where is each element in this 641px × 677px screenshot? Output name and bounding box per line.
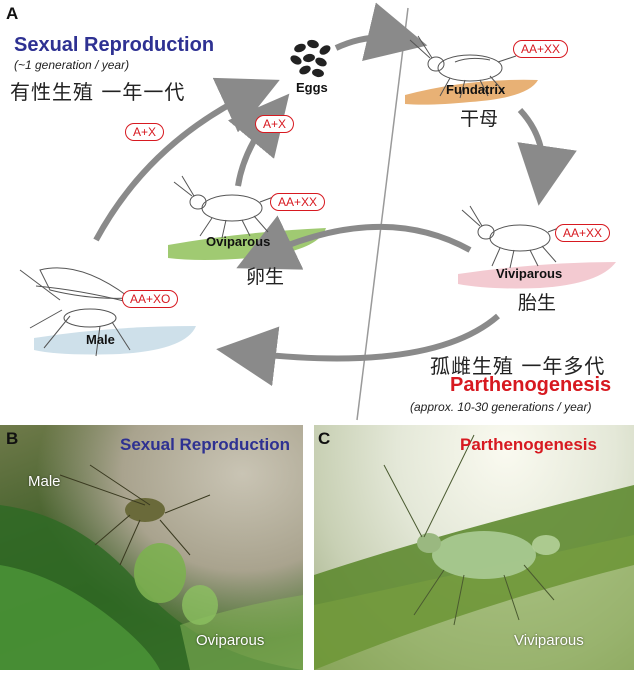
viviparous-karyotype-badge: AA+XX — [555, 224, 611, 242]
panel-c-letter: C — [318, 429, 331, 448]
oviparous-gamete-badge: A+X — [255, 115, 295, 133]
fundatrix-cn: 干母 — [460, 108, 499, 130]
viviparous-label: Viviparous — [496, 266, 563, 281]
sexual-reproduction-cn: 有性生殖 一年一代 — [10, 80, 186, 104]
oviparous-aphid-icon — [173, 175, 277, 239]
sexual-reproduction-title: Sexual Reproduction — [14, 34, 215, 56]
viviparous-aphid-icon — [461, 205, 565, 269]
eggs-icon — [290, 39, 331, 78]
fundatrix-smear — [405, 79, 538, 105]
fundatrix-karyotype-badge: AA+XX — [513, 40, 569, 58]
parthenogenesis-title: Parthenogenesis — [450, 374, 612, 396]
viviparous-smear — [458, 262, 616, 289]
arrow-viviparous-to-oviparous — [236, 215, 472, 270]
oviparous-karyotype-badge: AA+XX — [270, 193, 326, 211]
arrow-fundatrix-to-viviparous — [517, 107, 577, 206]
male-gamete-badge: A+X — [125, 123, 165, 141]
arrow-eggs-to-fundatrix — [334, 2, 428, 61]
arrow-male-to-eggs — [93, 77, 280, 242]
parthenogenesis-cn: 孤雌生殖 一年多代 — [430, 354, 606, 378]
panel-c-title: Parthenogenesis — [460, 435, 597, 454]
divider-line — [356, 7, 409, 421]
oviparous-label: Oviparous — [206, 234, 271, 249]
oviparous-cn: 卵生 — [246, 266, 285, 288]
viviparous-cn: 胎生 — [518, 292, 557, 314]
sexual-reproduction-photo: Sexual Reproduction Male Oviparous — [0, 425, 303, 670]
fundatrix-aphid-icon — [409, 35, 517, 99]
male-label: Male — [86, 332, 115, 347]
fundatrix-label: Fundatrix — [446, 82, 506, 97]
panel-b-letter: B — [6, 429, 19, 448]
sexual-generation-rate: (~1 generation / year) — [14, 58, 130, 72]
panel-c-viviparous-label: Viviparous — [514, 632, 584, 649]
arrow-viviparous-to-male — [216, 313, 500, 387]
male-smear — [34, 326, 196, 355]
panel-b-title: Sexual Reproduction — [120, 435, 291, 454]
male-karyotype-badge: AA+XO — [122, 290, 179, 308]
sexual-photo-art — [0, 464, 303, 670]
parthenogenesis-generation-rate: (approx. 10-30 generations / year) — [410, 400, 592, 414]
eggs-label: Eggs — [296, 80, 328, 95]
partheno-photo-art — [314, 434, 634, 670]
panel-a-letter: A — [6, 4, 19, 23]
parthenogenesis-photo: Parthenogenesis Viviparous — [314, 425, 634, 670]
panel-b-oviparous-label: Oviparous — [196, 632, 265, 649]
panel-b-male-label: Male — [28, 473, 61, 490]
